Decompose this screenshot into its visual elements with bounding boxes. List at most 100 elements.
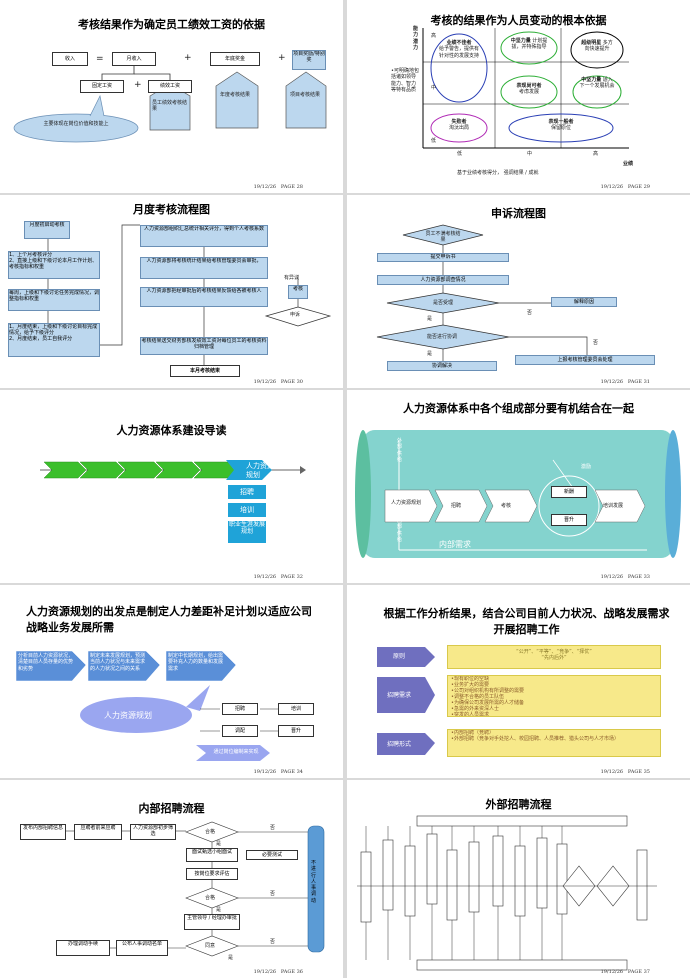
y-tick-low: 低 [431,138,437,144]
yes-label: 是 [228,955,234,961]
slide-2-matrix [422,28,629,149]
slide-4[interactable]: 申诉流程图 员工不满考核结果 提交申诉书 人力资源部调查情况 是否受理 否 解释… [347,195,690,388]
slide-8-arrows [377,647,435,755]
bubble-text: 主要体现在岗位价值和技能上 [43,121,109,127]
step-right-4: 考核结果送交财务部核发绩效工资对每位员工的考核资料归档管理 [140,337,268,355]
slide-title: 人力资源规划的出发点是制定人力差距补足计划以适应公司战略业务发展所需 [26,605,312,634]
part-training: 培训发展 [603,503,624,509]
slide-title: 根据工作分析结果，结合公司目前人力状况、战略发展需求开展招聘工作 [383,607,670,636]
slide-1[interactable]: 考核结果作为确定员工绩效工资的依据 收入 = 月收入 + 年底奖金 + 项目奖励… [0,0,343,193]
row-demand-label: 招聘需求 [387,692,412,699]
slide-9-flow [66,821,325,957]
row-principle-label: 原则 [393,653,406,660]
incentive-label: 激励 [581,464,592,470]
step-left-2: 每周，上级和下级讨论任务完成情况，调整指标和权重 [8,289,100,311]
step-left-3: 1、月度结束，上级和下级讨论目标完成情况，给予下级评分 2、月度结束，员工自我评… [8,323,100,357]
x-tick-mid: 中 [527,151,533,157]
flow-shape [514,845,526,917]
footer: 19/12/26 PAGE 28 [253,184,303,190]
footer: 19/12/26 PAGE 35 [600,769,650,775]
node-escalate: 上报考核管理委员会处理 [515,355,655,365]
monthly-income-box: 月收入 [112,52,156,66]
part-recruit: 招聘 [451,503,462,509]
step-right-3: 人力资源部把经审批后的考核结果反馈给各被考核人 [140,287,268,307]
flow-shape [636,849,648,921]
flow-shape [360,851,372,923]
no-label: 否 [270,891,276,897]
perf-result-label: 员工绩效考核结果 [152,100,188,113]
no-label: 否 [270,939,276,945]
flow-shape [492,835,504,907]
item-career: 职业生涯发展规划 [228,521,266,543]
step-apply: 应聘者前来应聘 [74,824,122,840]
slide-title: 考核结果作为确定员工绩效工资的依据 [78,18,265,31]
cell-4: 表现尚可者考虑发展 [516,83,542,96]
step-interview: 面试甄选小组面试 [186,848,238,862]
slide-6[interactable]: 人力资源体系中各个组成部分要有机结合在一起 外部供给 内部供给 内部需求 人力资… [347,390,690,583]
decision-qualified-1: 合格 [205,829,216,835]
slide-5[interactable]: 人力资源体系建设导读 人力资源规划 招聘 培训 职业生涯发展规划 19/12/2… [0,390,343,583]
flow-shape [468,841,480,913]
step-left-1: 1、上个月考核评分 2、直接上级和下级讨论本月工作计划、考核指标和权重 [8,251,100,279]
year-result-label: 年度考核结果 [220,92,251,98]
analysis-1: 分析目前人力资源状况，清楚目前人员存量的优势和劣势 [18,653,74,672]
decision-qualified-2: 合格 [205,895,216,901]
step-announce: 公布人事调动名单 [116,940,168,956]
node-investigate: 人力资源部调查情况 [377,275,509,285]
slide-title: 内部招聘流程 [138,802,205,815]
project-result-label: 项目考核结果 [290,92,321,98]
footer: 19/12/26 PAGE 34 [253,769,303,775]
bottom-note: 基于业绩考核得分， 强调结果 / 成就 [457,170,539,176]
step-publish: 发布内部招聘信息 [20,824,66,840]
cell-3: 超级明星 多方向快速提升 [581,40,613,53]
slide-9[interactable]: 内部招聘流程 发布内部招聘信息 应聘者前来应聘 人力资源部初步筛选 合格 否 是… [0,780,343,978]
slide-7-shapes [15,650,278,761]
slide-title: 人力资源体系建设导读 [116,424,227,437]
x-tick-low: 低 [457,151,463,157]
plus-sign: + [184,53,192,63]
review-box: 考核 [288,285,308,299]
no-label: 否 [270,825,276,831]
slide-title: 考核的结果作为人员变动的根本依据 [430,14,607,27]
flow-shape [404,845,416,917]
year-bonus-box: 年底奖金 [210,52,260,66]
slide-8[interactable]: 根据工作分析结果，结合公司目前人力状况、战略发展需求开展招聘工作 原则 “公开”… [347,585,690,778]
node-dissatisfied: 员工不满考核结果 [425,231,461,244]
no-label: 否 [527,310,533,316]
slide-7[interactable]: 人力资源规划的出发点是制定人力差距补足计划以适应公司战略业务发展所需 分析目前人… [0,585,343,778]
footer: 19/12/26 PAGE 30 [253,379,303,385]
oval-label: 人力资源规划 [104,711,152,720]
slide-10-flow [357,815,657,971]
y-tick-mid: 中 [431,85,437,91]
slide-title: 外部招聘流程 [485,798,552,811]
row-form-text: •内部招聘（竞聘） •外部招聘（竞争对手处挖人、校园招聘、人员推荐、猎头公司与人… [447,729,661,757]
part-hr-planning: 人力资源规划 [390,500,421,506]
decision-coordinate: 能否进行协调 [427,334,458,340]
y-axis-label: 能力潜力 [413,26,419,51]
cell-1: 业绩不佳者给予警告，提供有针对性的发展支持 [439,40,480,59]
node-submit: 提交申诉书 [377,253,509,262]
bottom-label: 通过岗位编制来实现 [213,749,259,755]
outside-supply-label: 外部供给 [397,438,403,463]
slide-6-scroll [355,430,681,558]
flow-shape [416,815,628,827]
footer: 19/12/26 PAGE 33 [600,574,650,580]
flow-shape [426,833,438,905]
item-hr-planning: 人力资源规划 [246,462,274,479]
flow-shape [416,959,628,971]
x-tick-high: 高 [593,151,599,157]
slide-title: 申诉流程图 [491,207,546,220]
part-pay: 新酬 [551,486,587,498]
step-evaluate: 按岗位要求评估 [186,868,238,880]
performance-salary-box: 绩效工资 [148,80,192,93]
slide-10[interactable]: 外部招聘流程 19/12/26 PAGE 37 [347,780,690,978]
yes-label: 是 [427,351,433,357]
slide-2[interactable]: 考核的结果作为人员变动的根本依据 能力潜力 •可明确地包括诸如领导能力、智力等特… [347,0,690,193]
analysis-3: 制定中长期规划，给出需要补充人力的数量和发展需求 [168,653,224,672]
measure-recruit: 招聘 [222,703,258,715]
item-recruit: 招聘 [228,485,266,499]
slide-3-connectors [47,224,332,365]
slide-3[interactable]: 月度考核流程图 月度初启动考核 1、上个月考核评分 2、直接上级和下级讨论本月工… [0,195,343,388]
end-box: 本月考核结束 [170,365,240,377]
flow-shape [556,843,568,915]
